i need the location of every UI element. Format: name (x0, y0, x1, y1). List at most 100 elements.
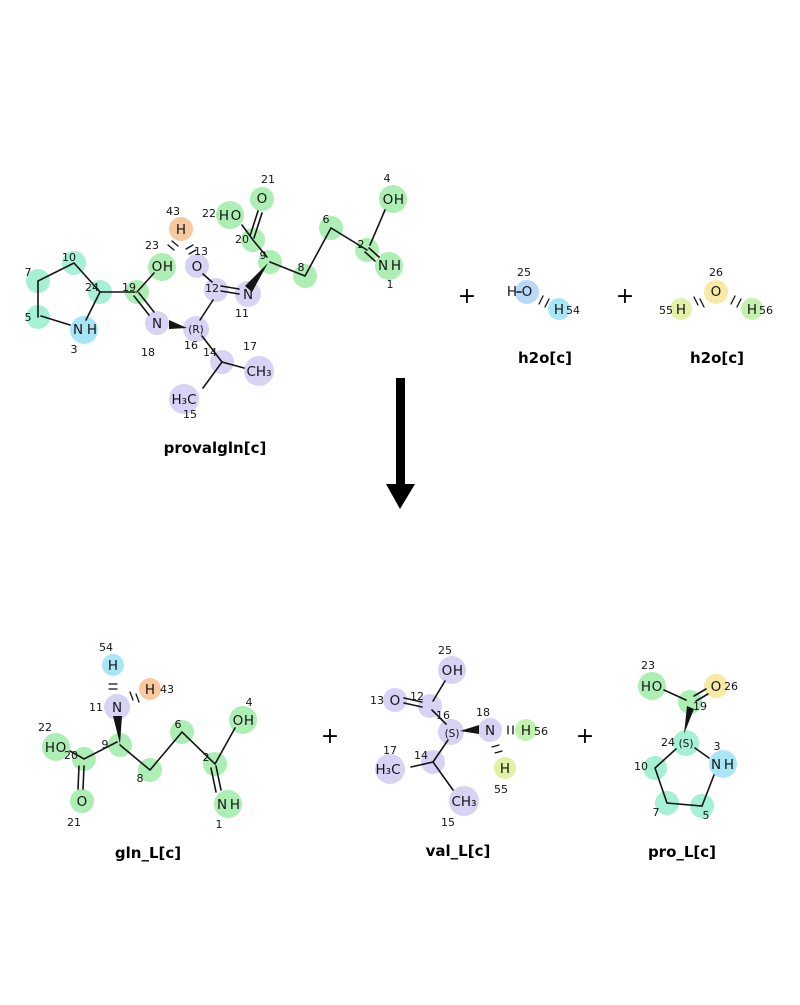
pro-hl-o26 (704, 674, 728, 698)
gln-hl-o4 (229, 706, 257, 734)
molecule-provalgln: 7 10 5 3 24 19 23 43 13 12 11 16 18 14 1… (25, 172, 407, 457)
gln-num-22: 22 (38, 721, 52, 734)
pvg-sym-n1: N (378, 258, 388, 274)
pro-hl-24 (673, 730, 699, 756)
pvg-double-bond-20-o21 (249, 210, 263, 239)
pvg-label: provalgln[c] (164, 439, 267, 457)
pvg-num-17: 17 (243, 340, 257, 353)
pvg-num-20: 20 (235, 233, 249, 246)
gln-bond-9-20-o22 (69, 741, 118, 760)
pro-sym-o26: O (711, 679, 722, 695)
pvg-bond-ring (37, 262, 136, 318)
pvg-bond-16-12 (199, 299, 214, 321)
gln-sym-n11: N (112, 700, 122, 716)
val-sym-ch17: H₃C (376, 762, 401, 778)
w1-num-54: 54 (566, 304, 580, 317)
pvg-num-2: 2 (358, 238, 365, 251)
pvg-sym-h3: H (87, 322, 97, 338)
pvg-num-1: 1 (387, 278, 394, 291)
gln-partial-bond-n11-43 (129, 691, 140, 703)
pvg-hl-12 (204, 278, 228, 302)
pvg-bond-2-o4 (369, 209, 386, 246)
val-num-17: 17 (383, 744, 397, 757)
w2-partial-bond-55-26 (693, 296, 705, 308)
gln-wedge-9-n11 (113, 716, 122, 744)
gln-num-2: 2 (203, 751, 210, 764)
pro-num-3: 3 (714, 740, 721, 753)
pvg-sym-r16: (R) (188, 324, 204, 336)
gln-sym-o21: O (77, 794, 88, 810)
pvg-partial-bond-43-23 (167, 240, 179, 251)
pro-num-7: 7 (653, 806, 660, 819)
gln-num-4: 4 (246, 696, 253, 709)
pvg-num-15: 15 (183, 408, 197, 421)
w1-num-25: 25 (517, 266, 531, 279)
gln-num-21: 21 (67, 816, 81, 829)
val-hl-o13 (383, 688, 407, 712)
w1-sym-h: H (507, 284, 517, 300)
pvg-wedge-16-n18 (169, 320, 187, 329)
pvg-sym-n11: N (243, 287, 253, 303)
pvg-hl-o22 (216, 201, 244, 229)
val-num-12: 12 (410, 690, 424, 703)
pro-num-10: 10 (634, 760, 648, 773)
pro-sym-n3: N (711, 757, 721, 773)
val-num-25: 25 (438, 644, 452, 657)
gln-double-bond-2-n1 (210, 765, 222, 793)
pro-bond-ring (654, 748, 715, 807)
reaction-arrow-shaft (396, 378, 405, 486)
pvg-num-22: 22 (202, 207, 216, 220)
pvg-sym-n18: N (152, 316, 162, 332)
w1-label: h2o[c] (518, 349, 572, 367)
w2-label: h2o[c] (690, 349, 744, 367)
pro-double-bond-19-o26 (693, 688, 709, 702)
w1-sym-h54: H (554, 302, 564, 318)
pvg-bond-24-n3 (85, 291, 101, 321)
pvg-hl-n3 (70, 316, 98, 344)
val-partial-bond-18-56 (507, 725, 514, 735)
pvg-double-bond-12-n11 (220, 285, 240, 295)
gln-sym-h54: H (108, 658, 118, 674)
reaction-arrow-head (386, 484, 415, 509)
gln-hl-n1 (214, 790, 242, 818)
val-sym-h55: H (500, 761, 510, 777)
pvg-hl-n1 (375, 252, 403, 280)
pvg-hl-15 (169, 384, 199, 414)
pvg-num-13: 13 (194, 245, 208, 258)
pro-sym-h3: H (724, 757, 734, 773)
pvg-sym-h1: H (391, 258, 401, 274)
val-num-13: 13 (370, 694, 384, 707)
w2-num-56: 56 (759, 304, 773, 317)
val-hl-12 (418, 694, 442, 718)
gln-num-1: 1 (216, 818, 223, 831)
pvg-hl-n11 (235, 281, 261, 307)
pvg-num-4: 4 (384, 172, 391, 185)
pvg-hl-o4 (379, 185, 407, 213)
pvg-sym-h23: H (163, 259, 173, 275)
val-sym-s16: (S) (445, 728, 460, 740)
gln-num-54: 54 (99, 641, 113, 654)
val-num-15: 15 (441, 816, 455, 829)
pvg-bond-14-15 (202, 361, 223, 389)
pvg-wedge-9-n11 (245, 263, 268, 292)
pro-sym-h23: H (641, 679, 651, 695)
pvg-sym-h43: H (176, 222, 186, 238)
pvg-hl-n18 (145, 311, 169, 335)
pro-bond-24-n3 (694, 747, 710, 759)
pvg-sym-o4: O (383, 192, 394, 208)
pro-sym-o23: O (652, 679, 663, 695)
gln-hl-n11 (104, 694, 130, 720)
pvg-num-9: 9 (260, 249, 267, 262)
w1-partial-bond-25-54 (538, 295, 550, 308)
val-double-bond-13-12 (403, 697, 423, 708)
pvg-bond-9-20-o22 (241, 224, 268, 258)
gln-hl-h54 (102, 654, 124, 676)
val-hl-n18 (478, 718, 502, 742)
w2-hl-h56 (741, 298, 763, 320)
gln-num-43: 43 (160, 683, 174, 696)
val-hl-h56 (515, 719, 537, 741)
val-num-14: 14 (414, 749, 428, 762)
pro-num-19: 19 (693, 700, 707, 713)
gln-num-11: 11 (89, 701, 103, 714)
